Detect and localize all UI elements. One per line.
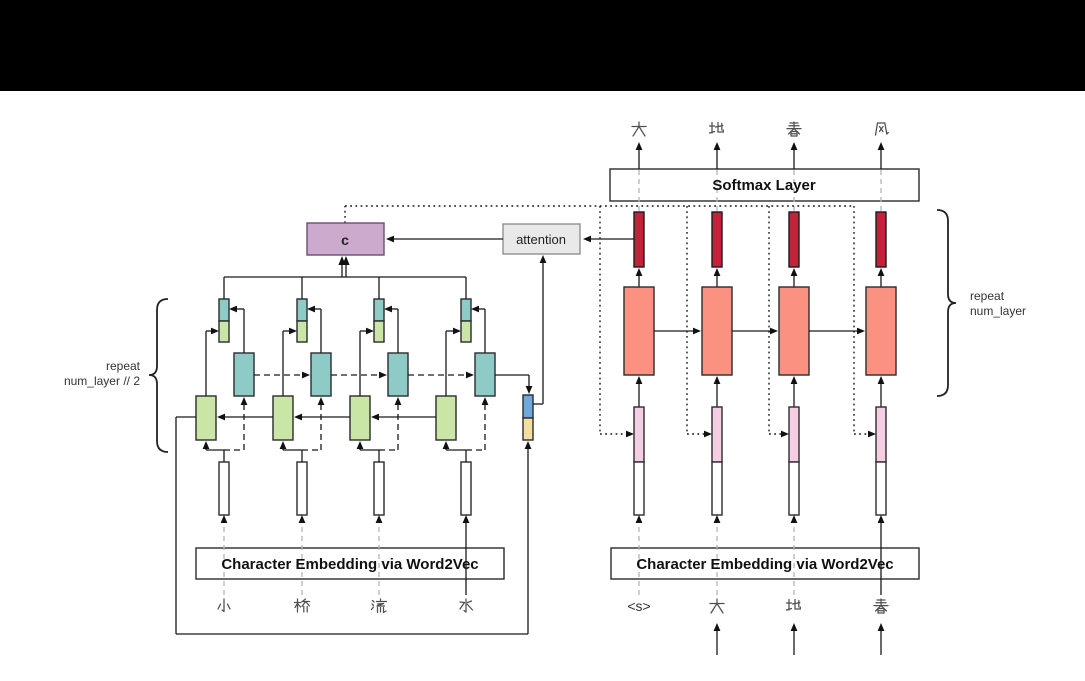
svg-text:c: c (341, 232, 349, 248)
svg-text:Character Embedding via Word2V: Character Embedding via Word2Vec (221, 556, 478, 573)
svg-text:repeat: repeat (106, 359, 141, 373)
svg-text:Softmax Layer: Softmax Layer (712, 177, 816, 194)
svg-text:Character Embedding via Word2V: Character Embedding via Word2Vec (636, 556, 893, 573)
svg-text:attention: attention (516, 232, 566, 247)
svg-text:num_layer: num_layer (970, 304, 1026, 318)
svg-text:num_layer // 2: num_layer // 2 (64, 374, 140, 388)
svg-text:repeat: repeat (970, 289, 1005, 303)
svg-text:<s>: <s> (627, 598, 650, 614)
